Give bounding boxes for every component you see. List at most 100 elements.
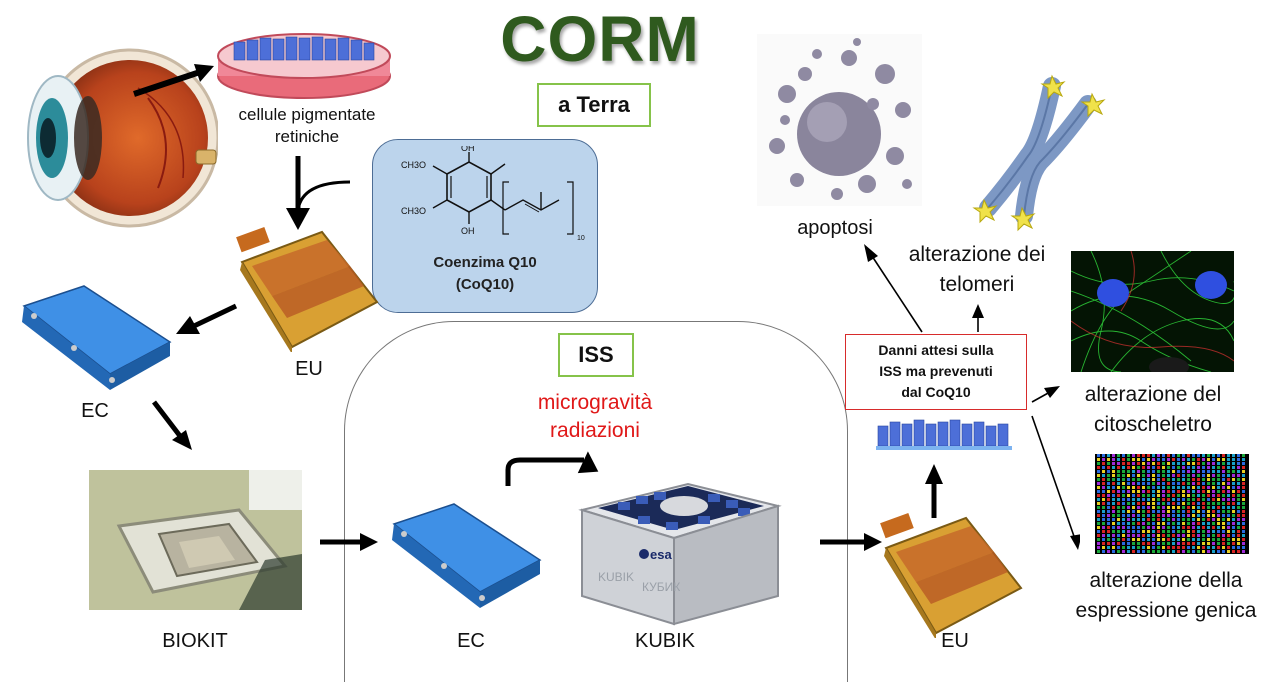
heatmap-cell: [1142, 462, 1145, 465]
heatmap-cell: [1242, 494, 1245, 497]
heatmap-cell: [1197, 538, 1200, 541]
heatmap-cell: [1232, 550, 1235, 553]
kubik-name-cyrillic: КУБИК: [642, 580, 680, 594]
heatmap-cell: [1142, 542, 1145, 545]
heatmap-cell: [1207, 550, 1210, 553]
heatmap-cell: [1232, 510, 1235, 513]
heatmap-cell: [1152, 478, 1155, 481]
coq10-name: Coenzima Q10: [433, 254, 537, 271]
heatmap-cell: [1157, 494, 1160, 497]
heatmap-cell: [1207, 538, 1210, 541]
heatmap-cell: [1097, 490, 1100, 493]
heatmap-cell: [1227, 474, 1230, 477]
heatmap-cell: [1197, 454, 1200, 457]
arrow-ec-to-kubik: [505, 451, 599, 486]
heatmap-cell: [1192, 530, 1195, 533]
heatmap-cell: [1232, 490, 1235, 493]
heatmap-cell: [1212, 486, 1215, 489]
heatmap-cell: [1132, 530, 1135, 533]
page-title: CORM: [500, 3, 700, 75]
heatmap-cell: [1222, 466, 1225, 469]
heatmap-cell: [1117, 462, 1120, 465]
heatmap-cell: [1117, 474, 1120, 477]
heatmap-cell: [1162, 502, 1165, 505]
heatmap-cell: [1102, 514, 1105, 517]
heatmap-cell: [1142, 550, 1145, 553]
heatmap-cell: [1137, 482, 1140, 485]
coq10-structure-icon: OH OH CH3O CH3O 10: [401, 146, 585, 242]
heatmap-cell: [1237, 482, 1240, 485]
radiation-label: radiazioni: [550, 419, 640, 442]
heatmap-cell: [1147, 526, 1150, 529]
heatmap-cell: [1177, 518, 1180, 521]
heatmap-cell: [1127, 462, 1130, 465]
heatmap-cell: [1202, 534, 1205, 537]
heatmap-cell: [1222, 474, 1225, 477]
heatmap-cell: [1157, 482, 1160, 485]
heatmap-cell: [1217, 498, 1220, 501]
heatmap-cell: [1152, 530, 1155, 533]
heatmap-cell: [1112, 522, 1115, 525]
heatmap-cell: [1212, 546, 1215, 549]
heatmap-cell: [1232, 502, 1235, 505]
heatmap-cell: [1157, 502, 1160, 505]
heatmap-cell: [1192, 534, 1195, 537]
heatmap-cell: [1162, 534, 1165, 537]
heatmap-cell: [1232, 498, 1235, 501]
heatmap-cell: [1137, 478, 1140, 481]
heatmap-cell: [1202, 526, 1205, 529]
heatmap-cell: [1202, 486, 1205, 489]
heatmap-cell: [1127, 490, 1130, 493]
heatmap-cell: [1112, 514, 1115, 517]
heatmap-cell: [1217, 494, 1220, 497]
heatmap-cell: [1207, 458, 1210, 461]
heatmap-cell: [1097, 486, 1100, 489]
heatmap-cell: [1117, 514, 1120, 517]
heatmap-cell: [1152, 494, 1155, 497]
heatmap-cell: [1177, 530, 1180, 533]
heatmap-cell: [1122, 510, 1125, 513]
subscript-label: 10: [577, 235, 585, 242]
heatmap-cell: [1157, 498, 1160, 501]
heatmap-cell: [1167, 526, 1170, 529]
heatmap-cell: [1117, 454, 1120, 457]
heatmap-cell: [1237, 474, 1240, 477]
heatmap-cell: [1167, 510, 1170, 513]
heatmap-cell: [1212, 542, 1215, 545]
heatmap-cell: [1097, 542, 1100, 545]
heatmap-cell: [1127, 514, 1130, 517]
cytoskeleton-label: alterazione del citoscheletro: [1064, 380, 1242, 440]
heatmap-cell: [1202, 474, 1205, 477]
heatmap-cell: [1187, 506, 1190, 509]
heatmap-cell: [1157, 466, 1160, 469]
heatmap-cell: [1157, 514, 1160, 517]
heatmap-cell: [1237, 550, 1240, 553]
cell-layer-icon: [876, 419, 1012, 450]
heatmap-cell: [1127, 526, 1130, 529]
heatmap-cell: [1117, 542, 1120, 545]
heatmap-cell: [1132, 498, 1135, 501]
heatmap-cell: [1182, 518, 1185, 521]
heatmap-cell: [1127, 518, 1130, 521]
heatmap-cell: [1232, 462, 1235, 465]
heatmap-cell: [1117, 494, 1120, 497]
heatmap-cell: [1102, 510, 1105, 513]
heatmap-cell: [1197, 534, 1200, 537]
arrow-kubik-to-eu: [820, 533, 882, 551]
heatmap-cell: [1122, 462, 1125, 465]
heatmap-cell: [1192, 522, 1195, 525]
heatmap-cell: [1117, 482, 1120, 485]
heatmap-cell: [1162, 522, 1165, 525]
heatmap-cell: [1147, 546, 1150, 549]
heatmap-cell: [1227, 522, 1230, 525]
heatmap-cell: [1197, 462, 1200, 465]
heatmap-cell: [1197, 466, 1200, 469]
heatmap-cell: [1117, 478, 1120, 481]
heatmap-cell: [1207, 462, 1210, 465]
heatmap-cell: [1222, 490, 1225, 493]
heatmap-cell: [1132, 458, 1135, 461]
arrow-eye-to-dish: [133, 64, 214, 97]
heatmap-cell: [1192, 494, 1195, 497]
heatmap-cell: [1162, 458, 1165, 461]
gene-expression-label: alterazione della espressione genica: [1060, 566, 1272, 626]
